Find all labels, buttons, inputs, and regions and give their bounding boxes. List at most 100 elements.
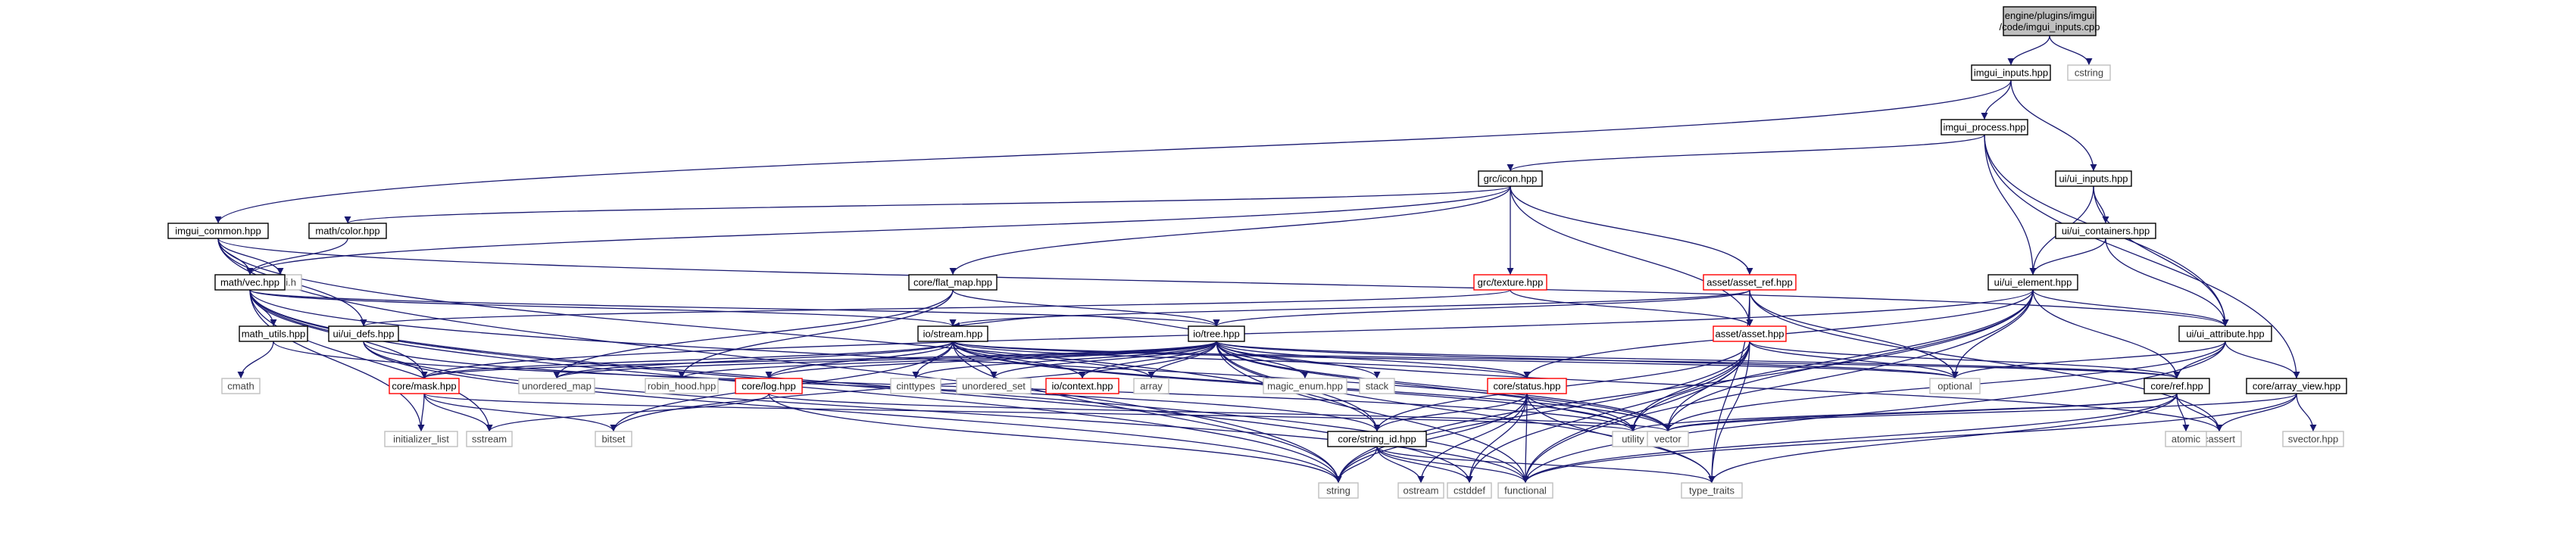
node-optional[interactable]: optional xyxy=(1929,378,1981,394)
node-core_flat_map_hpp[interactable]: core/flat_map.hpp xyxy=(908,274,998,291)
edge-imgui_inputs_hpp-to-ui_inputs_hpp xyxy=(2010,79,2097,172)
node-label: unordered_map xyxy=(522,380,592,391)
node-label: ui/ui_element.hpp xyxy=(1994,276,2072,288)
edge-ui_inputs_hpp-to-ui_ui_attribute_hpp xyxy=(2093,185,2229,327)
node-imgui_inputs_hpp[interactable]: imgui_inputs.hpp xyxy=(1971,64,2051,81)
edge-io_tree_hpp-to-core_log_hpp xyxy=(765,341,1217,379)
node-io_context_hpp[interactable]: io/context.hpp xyxy=(1045,378,1119,394)
node-label: asset/asset.hpp xyxy=(1715,328,1784,339)
node-imgui_common_hpp[interactable]: imgui_common.hpp xyxy=(167,223,269,239)
edge-core_ref_hpp-to-atomic xyxy=(2176,393,2190,432)
node-label: bitset xyxy=(601,433,625,444)
edge-core_status_hpp-to-string xyxy=(1335,393,1528,484)
node-grc_icon_hpp[interactable]: grc/icon.hpp xyxy=(1478,170,1543,187)
node-box xyxy=(214,274,286,291)
node-io_tree_hpp[interactable]: io/tree.hpp xyxy=(1188,325,1245,342)
node-label: svector.hpp xyxy=(2288,433,2339,444)
edge-io_tree_hpp-to-vector xyxy=(1216,341,1672,432)
node-sstream[interactable]: sstream xyxy=(466,431,513,447)
node-io_stream_hpp[interactable]: io/stream.hpp xyxy=(917,325,988,342)
node-core_array_view_hpp[interactable]: core/array_view.hpp xyxy=(2246,378,2347,394)
edge-core_ref_hpp-to-vector xyxy=(1664,393,2178,432)
edge-imgui_inputs_hpp-to-imgui_process_hpp xyxy=(1981,79,2012,120)
node-string[interactable]: string xyxy=(1318,482,1359,499)
node-box xyxy=(1487,378,1567,394)
edge-core_array_view_hpp-to-vector xyxy=(1664,393,2297,432)
node-ui_containers_hpp[interactable]: ui/ui_containers.hpp xyxy=(2055,223,2156,239)
node-box xyxy=(1473,274,1547,291)
node-label: optional xyxy=(1937,380,1972,391)
node-core_status_hpp[interactable]: core/status.hpp xyxy=(1487,378,1567,394)
node-box xyxy=(890,378,941,394)
node-ui_ui_element_hpp[interactable]: ui/ui_element.hpp xyxy=(1987,274,2078,291)
node-imgui_process_hpp[interactable]: imgui_process.hpp xyxy=(1941,119,2028,135)
node-ui_ui_attribute_hpp[interactable]: ui/ui_attribute.hpp xyxy=(2178,325,2272,342)
node-box xyxy=(735,378,803,394)
node-label: ui/ui_containers.hpp xyxy=(2062,225,2150,236)
node-array[interactable]: array xyxy=(1133,378,1169,394)
node-stack[interactable]: stack xyxy=(1359,378,1395,394)
edge-asset_asset_hpp-to-functional xyxy=(1522,341,1750,484)
node-magic_enum_hpp[interactable]: magic_enum.hpp xyxy=(1263,378,1347,394)
node-label: io/stream.hpp xyxy=(923,328,983,339)
node-label: cstddef xyxy=(1453,484,1485,496)
edge-core_status_hpp-to-core_string_id_hpp xyxy=(1373,393,1528,432)
node-core_string_id_hpp[interactable]: core/string_id.hpp xyxy=(1327,431,1427,447)
node-box xyxy=(1681,482,1743,499)
node-core_mask_hpp[interactable]: core/mask.hpp xyxy=(389,378,460,394)
node-asset_asset_ref_hpp[interactable]: asset/asset_ref.hpp xyxy=(1703,274,1797,291)
node-box xyxy=(1941,119,2028,135)
edge-core_status_hpp-to-functional xyxy=(1522,393,1529,484)
node-label: ostream xyxy=(1404,484,1439,496)
node-label: atomic xyxy=(2172,433,2201,444)
node-box xyxy=(2246,378,2347,394)
edge-asset_asset_hpp-to-core_ref_hpp xyxy=(1749,341,2181,379)
node-functional[interactable]: functional xyxy=(1497,482,1553,499)
node-label: core/ref.hpp xyxy=(2150,380,2203,391)
node-box xyxy=(1045,378,1119,394)
node-robin_hood_hpp[interactable]: robin_hood.hpp xyxy=(645,378,719,394)
node-layer: engine/plugins/imgui/code/imgui_inputs.c… xyxy=(167,6,2347,499)
node-grc_texture_hpp[interactable]: grc/texture.hpp xyxy=(1473,274,1547,291)
edge-ui_ui_attribute_hpp-to-optional xyxy=(1951,341,2226,379)
edge-ui_ui_element_hpp-to-functional xyxy=(1522,289,2034,484)
node-asset_asset_hpp[interactable]: asset/asset.hpp xyxy=(1713,325,1787,342)
node-label: imgui_common.hpp xyxy=(175,225,261,236)
node-box xyxy=(917,325,988,342)
edge-ui_ui_attribute_hpp-to-functional xyxy=(1522,341,2226,484)
node-ui_inputs_hpp[interactable]: ui/ui_inputs.hpp xyxy=(2055,170,2132,187)
node-atomic[interactable]: atomic xyxy=(2165,431,2207,447)
node-label: string xyxy=(1326,484,1350,496)
node-box xyxy=(1188,325,1245,342)
node-ostream[interactable]: ostream xyxy=(1397,482,1444,499)
node-type_traits[interactable]: type_traits xyxy=(1681,482,1743,499)
node-core_ref_hpp[interactable]: core/ref.hpp xyxy=(2144,378,2210,394)
node-math_vec_hpp[interactable]: math/vec.hpp xyxy=(214,274,286,291)
node-cstring[interactable]: cstring xyxy=(2067,64,2111,81)
node-core_log_hpp[interactable]: core/log.hpp xyxy=(735,378,803,394)
edge-math_vec_hpp-to-io_tree_hpp xyxy=(249,289,1220,327)
node-box xyxy=(645,378,719,394)
node-cassert[interactable]: cassert xyxy=(2197,431,2242,447)
node-label: io/context.hpp xyxy=(1052,380,1113,391)
edge-ui_ui_element_hpp-to-utility xyxy=(1629,289,2034,432)
node-vector[interactable]: vector xyxy=(1647,431,1689,447)
node-math_utils_hpp[interactable]: math_utils.hpp xyxy=(239,325,308,342)
node-unordered_map[interactable]: unordered_map xyxy=(518,378,595,394)
node-svector_hpp[interactable]: svector.hpp xyxy=(2282,431,2344,447)
node-unordered_set[interactable]: unordered_set xyxy=(956,378,1032,394)
edge-core_mask_hpp-to-bitset xyxy=(423,393,617,432)
node-math_color_hpp[interactable]: math/color.hpp xyxy=(308,223,387,239)
node-label: io/tree.hpp xyxy=(1193,328,1239,339)
node-ui_ui_defs_hpp[interactable]: ui/ui_defs.hpp xyxy=(328,325,399,342)
node-box xyxy=(389,378,460,394)
node-box xyxy=(239,325,308,342)
node-initializer_list[interactable]: initializer_list xyxy=(384,431,458,447)
node-label: vector xyxy=(1654,433,1681,444)
edge-io_stream_hpp-to-optional xyxy=(952,341,1959,379)
node-cstddef[interactable]: cstddef xyxy=(1447,482,1492,499)
node-bitset[interactable]: bitset xyxy=(595,431,632,447)
node-cinttypes[interactable]: cinttypes xyxy=(890,378,941,394)
node-cmath[interactable]: cmath xyxy=(221,378,261,394)
node-root[interactable]: engine/plugins/imgui/code/imgui_inputs.c… xyxy=(2000,6,2100,36)
